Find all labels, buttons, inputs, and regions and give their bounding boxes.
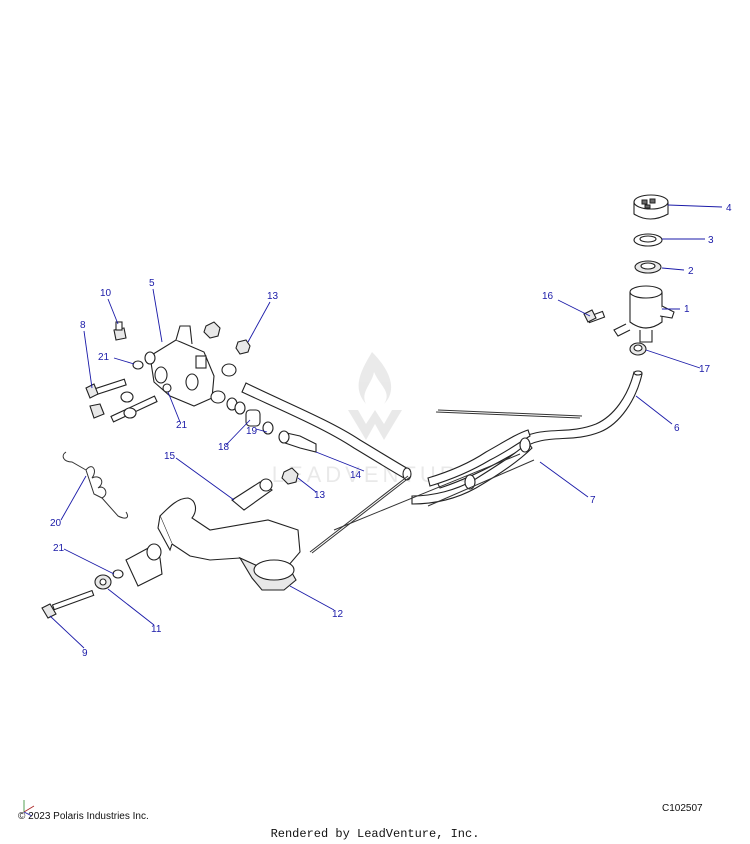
screw-16 [583, 309, 606, 324]
return-spring [62, 451, 129, 519]
callout-17[interactable]: 17 [699, 364, 711, 375]
nut-13-bottom [281, 467, 299, 485]
bolt-lower [110, 383, 172, 423]
callout-14[interactable]: 14 [350, 470, 362, 481]
callouts: 1 2 3 4 5 6 7 8 9 10 11 12 13 13 14 15 1… [50, 203, 732, 659]
pushrod-parts [221, 363, 274, 435]
washer-11 [94, 574, 112, 590]
callout-3[interactable]: 3 [708, 235, 714, 246]
master-cylinder-hose [241, 382, 412, 481]
callout-16[interactable]: 16 [542, 291, 554, 302]
pivot-pin [231, 478, 273, 511]
fitting-10 [113, 321, 127, 341]
axis-triad-icon [23, 800, 35, 817]
callout-18[interactable]: 18 [218, 442, 230, 453]
callout-11[interactable]: 11 [151, 624, 162, 635]
cap-diaphragm [633, 233, 663, 247]
master-cylinder [144, 325, 226, 407]
callout-7[interactable]: 7 [590, 495, 596, 506]
callout-21-bottom[interactable]: 21 [53, 543, 65, 554]
cable-ties [309, 409, 583, 554]
nut-13-top [203, 321, 251, 355]
reservoir-seal [634, 260, 662, 274]
callout-21-top[interactable]: 21 [98, 352, 110, 363]
bolt-9 [41, 589, 95, 619]
callout-19[interactable]: 19 [246, 426, 258, 437]
rendered-by-text: Rendered by LeadVenture, Inc. [270, 827, 480, 841]
callout-10[interactable]: 10 [100, 288, 112, 299]
callout-21-middle[interactable]: 21 [176, 420, 188, 431]
callout-15[interactable]: 15 [164, 451, 176, 462]
callout-9[interactable]: 9 [82, 648, 88, 659]
bolt-8 [85, 378, 127, 419]
callout-13-bottom[interactable]: 13 [314, 490, 326, 501]
callout-6[interactable]: 6 [674, 423, 680, 434]
diagram-code: C102507 [662, 803, 703, 814]
leader-lines [49, 204, 723, 649]
pedal-bushing [112, 543, 163, 587]
reservoir-cap [633, 194, 669, 220]
hose-clamp [629, 342, 647, 356]
callout-5[interactable]: 5 [149, 278, 155, 289]
callout-8[interactable]: 8 [80, 320, 86, 331]
washer-21-top [132, 360, 144, 370]
callout-2[interactable]: 2 [688, 266, 694, 277]
fluid-reservoir [613, 285, 675, 343]
clevis-14 [278, 430, 317, 453]
callout-4[interactable]: 4 [726, 203, 732, 214]
callout-12[interactable]: 12 [332, 609, 344, 620]
brake-pedal [157, 497, 301, 591]
copyright-text: © 2023 Polaris Industries Inc. [18, 811, 149, 822]
callout-1[interactable]: 1 [684, 304, 690, 315]
callout-13-top[interactable]: 13 [267, 291, 279, 302]
callout-20[interactable]: 20 [50, 518, 62, 529]
